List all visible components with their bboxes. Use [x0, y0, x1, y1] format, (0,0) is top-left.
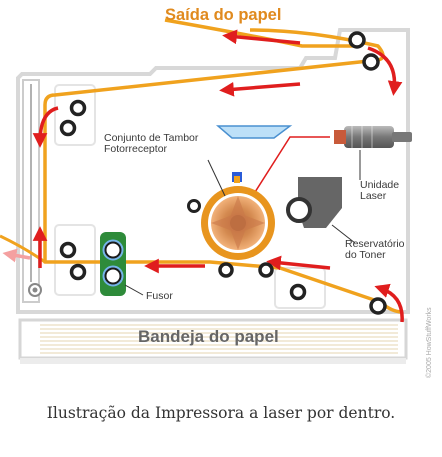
inner-panel-bottom-right: [274, 267, 326, 309]
paper-stack: [40, 324, 398, 354]
arrow-exit-left: [2, 248, 31, 263]
label-toner-1: Reservatório: [345, 238, 405, 250]
transfer-rollers: [187, 199, 274, 278]
laser-printer-diagram: Saída do papel Conjunto de Tambor Fotorr…: [0, 6, 433, 378]
label-drum-1: Conjunto de Tambor: [104, 132, 199, 144]
top-left-rollers: [59, 99, 87, 137]
label-laser-1: Unidade: [360, 179, 399, 191]
label-fuser: Fusor: [146, 290, 173, 302]
figure-caption: Ilustração da Impressora a laser por den…: [46, 404, 396, 422]
label-drum-2: Fotorreceptor: [104, 143, 168, 155]
label-paper-output: Saída do papel: [165, 6, 281, 24]
label-paper-tray: Bandeja do papel: [138, 327, 279, 346]
paper-exit-path: [164, 18, 360, 48]
photoreceptor-drum: [201, 172, 275, 260]
inner-panel-left: [54, 84, 96, 146]
toner-roller: [286, 197, 312, 223]
label-copyright: ©2005 HowStuffWorks: [425, 307, 433, 378]
arrow-output: [222, 29, 301, 45]
label-laser-2: Laser: [360, 190, 387, 202]
left-rail: [22, 79, 40, 303]
arrow-tray-feed: [374, 283, 404, 323]
feed-rollers: [289, 283, 387, 315]
label-toner-2: do Toner: [345, 249, 386, 261]
inner-panel-bottom-left: [54, 224, 96, 296]
drum-leader: [207, 159, 226, 197]
laser-beam: [249, 136, 330, 201]
exit-rollers: [348, 31, 380, 71]
paper-tray: [18, 318, 408, 360]
arrow-bottom-mid: [266, 255, 331, 271]
arrow-top-left-curve: [32, 106, 59, 148]
toner-leader: [331, 224, 356, 244]
bottom-left-rollers: [59, 241, 87, 281]
laser-unit: [334, 126, 412, 148]
laser-mirror: [215, 125, 293, 139]
arrow-top-right-curve: [367, 46, 403, 96]
fuser: [100, 232, 126, 296]
arrow-top: [219, 81, 301, 97]
fuser-leader: [124, 284, 144, 296]
